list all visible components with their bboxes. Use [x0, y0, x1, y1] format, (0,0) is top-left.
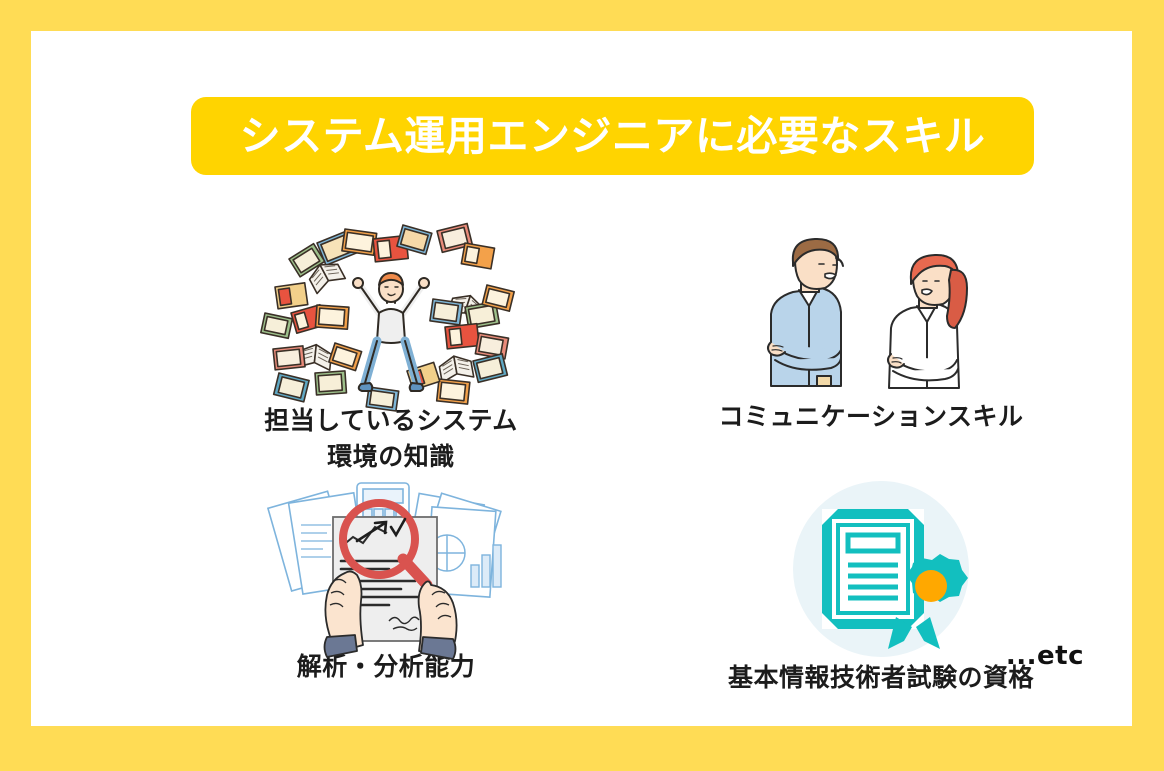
- page-title: システム運用エンジニアに必要なスキル: [239, 111, 986, 160]
- person-with-flying-books-illustration: [260, 221, 521, 412]
- slide-canvas: システム運用エンジニアに必要なスキル: [31, 31, 1132, 726]
- certificate-with-award-seal-icon: [784, 481, 979, 657]
- skill-label-certification: 基本情報技術者試験の資格: [727, 663, 1034, 692]
- document-analysis-magnifier-illustration: [261, 481, 511, 661]
- skill-item-communication: コミュニケーションスキル: [651, 236, 1091, 435]
- skill-item-analysis: 解析・分析能力: [206, 481, 566, 685]
- page-title-banner: システム運用エンジニアに必要なスキル: [191, 97, 1034, 175]
- skill-item-certification: 基本情報技術者試験の資格: [671, 481, 1091, 696]
- skill-label-communication: コミュニケーションスキル: [718, 402, 1024, 431]
- etc-footnote: ...etc: [1005, 641, 1084, 671]
- two-people-talking-illustration: [741, 236, 1001, 391]
- skill-item-system-environment: 担当しているシステム 環境の知識: [181, 221, 601, 476]
- skill-label-system-environment: 担当しているシステム 環境の知識: [264, 406, 518, 472]
